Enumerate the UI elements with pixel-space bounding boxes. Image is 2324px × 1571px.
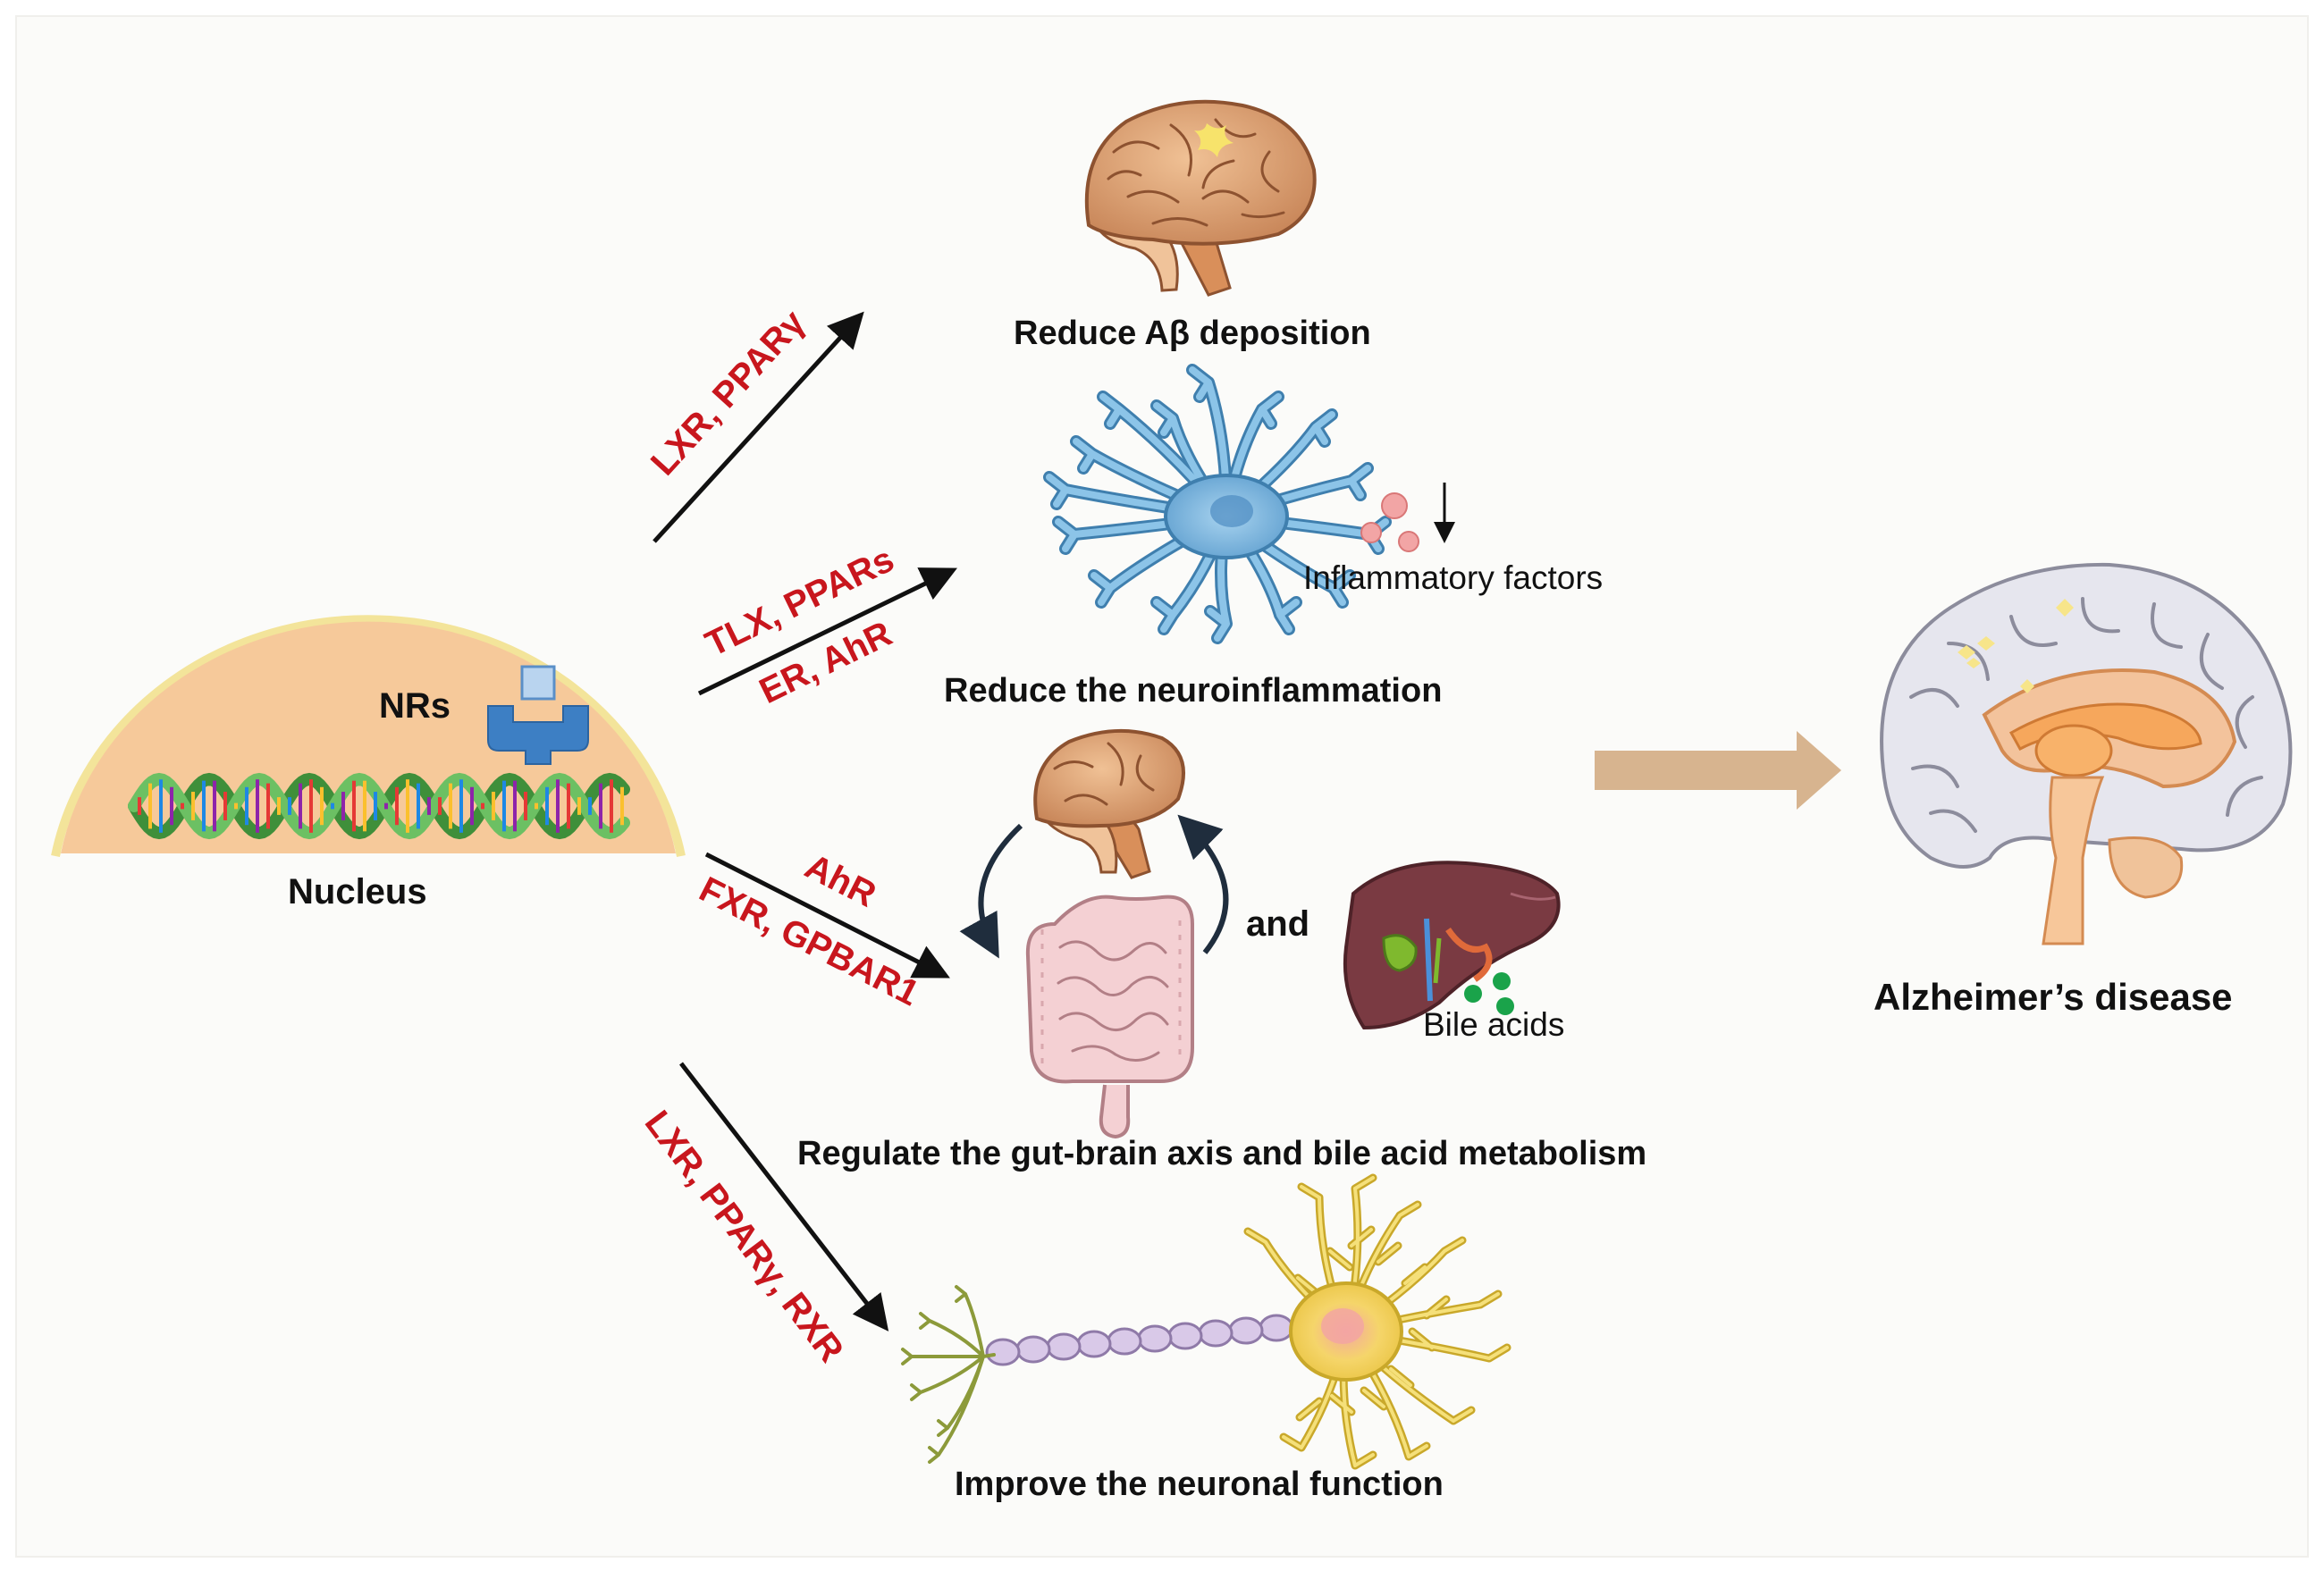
myelin-segment — [1167, 1322, 1203, 1350]
myelin-segment — [1076, 1330, 1112, 1358]
nuclear-receptor-icon — [487, 665, 589, 765]
bile-acids-label: Bile acids — [1423, 1006, 1565, 1043]
cycle-arrow-icon — [1177, 814, 1229, 954]
myelin-segment — [1198, 1319, 1234, 1348]
pathway-4-outcome: Improve the neuronal function — [955, 1466, 1444, 1503]
arrow-neuronal — [679, 1062, 889, 1332]
myelin-segment — [1015, 1335, 1051, 1364]
bile-acid-dot-icon — [1464, 972, 1514, 1015]
arrow-inflammation — [697, 567, 957, 696]
inflammatory-factors-label: Inflammatory factors — [1303, 559, 1604, 596]
microglia-icon — [1043, 364, 1392, 644]
brain-sagittal-icon — [1880, 562, 2293, 945]
myelin-segment — [1259, 1314, 1294, 1342]
alzheimers-label: Alzheimer’s disease — [1874, 976, 2233, 1018]
nucleus-label: Nucleus — [288, 872, 427, 912]
arrow-gut-brain — [704, 852, 950, 979]
dna-helix-icon — [128, 772, 630, 840]
pathway-3-outcome: Regulate the gut-brain axis and bile aci… — [797, 1135, 1647, 1172]
arrow-abeta — [653, 311, 864, 543]
gut-brain-icon — [1033, 728, 1185, 879]
inflammatory-particle-icon — [1360, 492, 1419, 552]
big-arrow-icon — [1595, 731, 1841, 810]
pathway-1-outcome: Reduce Aβ deposition — [1014, 315, 1371, 352]
and-connector: and — [1246, 904, 1310, 944]
myelin-segment — [1107, 1327, 1142, 1356]
neuron-icon — [901, 1173, 1511, 1470]
myelin-segment — [1137, 1324, 1173, 1353]
cycle-arrow-icon — [959, 823, 1023, 959]
liver-icon — [1343, 861, 1561, 1030]
pathway-2-outcome: Reduce the neuroinflammation — [944, 672, 1443, 710]
myelin-segment — [1046, 1332, 1082, 1361]
myelin-segment — [985, 1338, 1021, 1366]
brain-icon — [1084, 99, 1317, 297]
intestine-icon — [1025, 895, 1194, 1139]
receptor-label: NRs — [379, 686, 451, 726]
myelin-segment — [1228, 1316, 1264, 1345]
